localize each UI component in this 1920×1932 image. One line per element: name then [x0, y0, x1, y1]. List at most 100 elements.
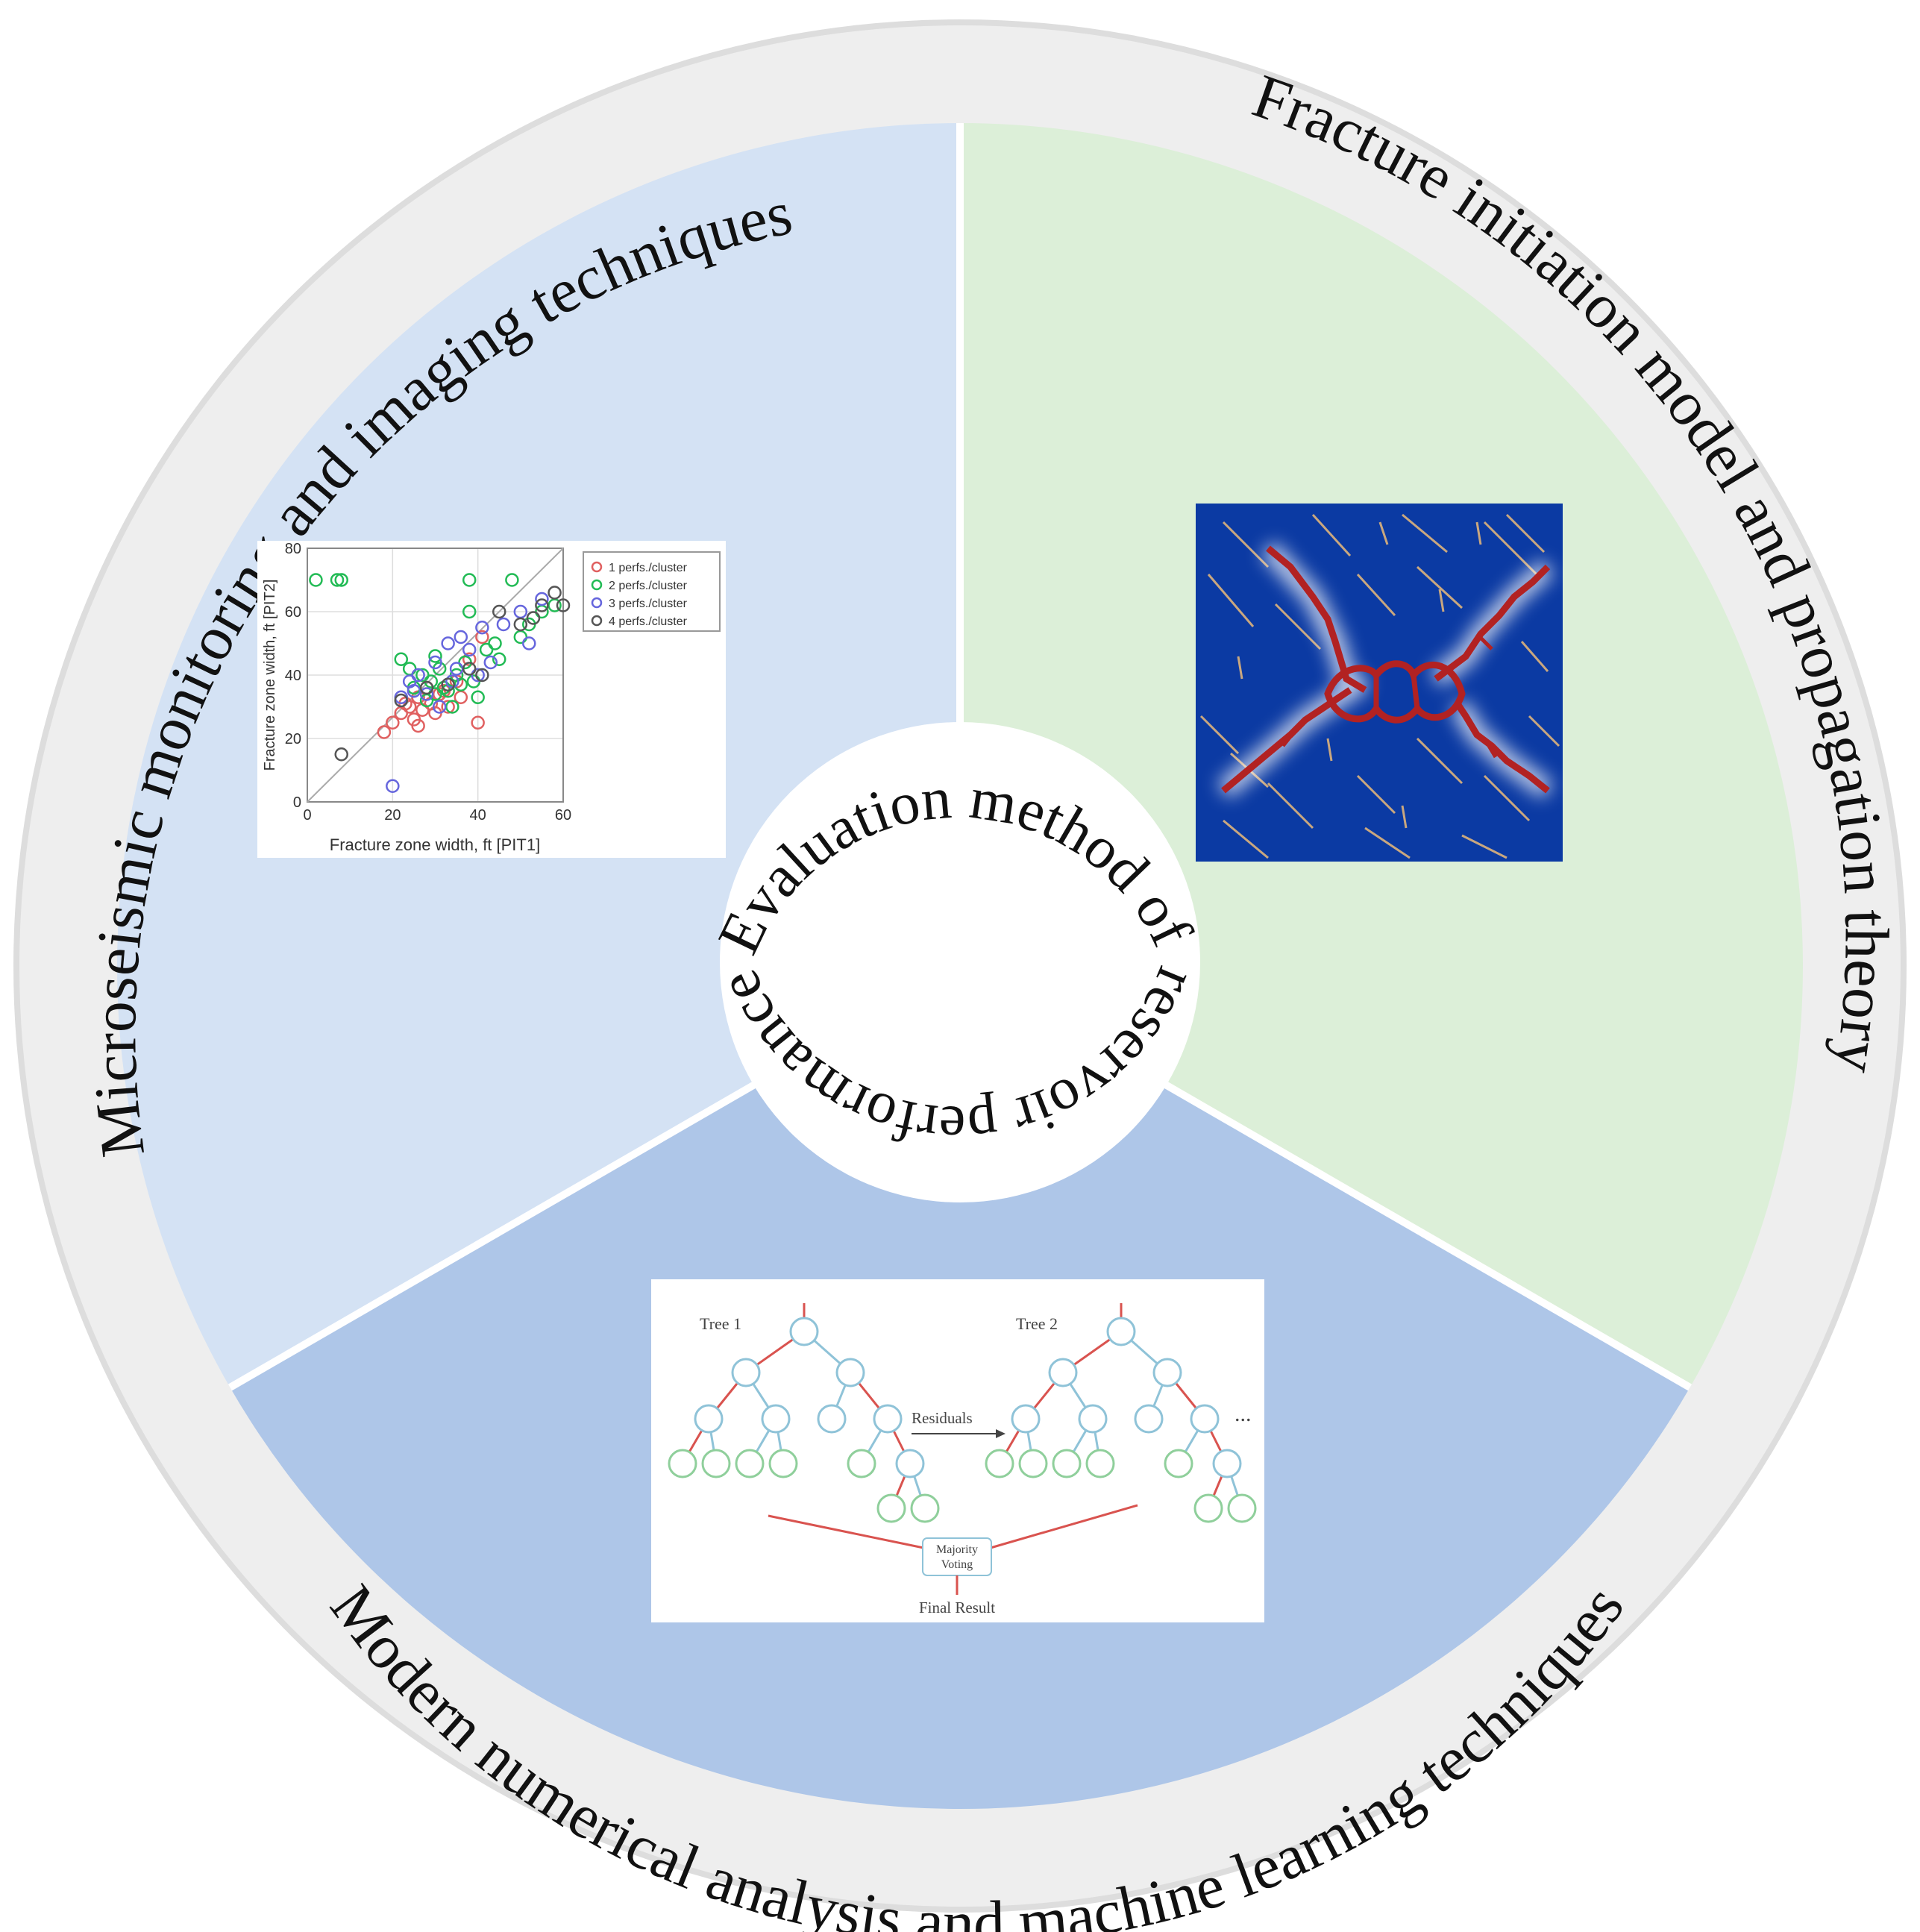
scatter-points — [309, 573, 571, 793]
scatter-point — [394, 693, 409, 708]
natural-fracture — [1311, 513, 1352, 557]
tree-node — [1011, 1404, 1041, 1434]
scatter-y-axis-label: Fracture zone width, ft [PIT2] — [262, 580, 278, 771]
tree-nodes — [668, 1317, 1257, 1523]
scatter-y-tick-label: 60 — [285, 604, 301, 621]
tree-node — [694, 1404, 724, 1434]
scatter-point — [475, 668, 489, 683]
scatter-point — [471, 690, 485, 704]
scatter-x-ticks: 0 20 40 60 — [303, 807, 571, 824]
residuals-label: Residuals — [912, 1409, 973, 1427]
legend-marker — [591, 615, 603, 627]
tree-leaf — [1227, 1493, 1257, 1523]
tree-node — [895, 1449, 925, 1478]
scatter-point — [419, 687, 434, 701]
tree-leaf — [847, 1449, 876, 1478]
scatter-point — [462, 573, 477, 587]
natural-fracture — [1378, 521, 1389, 545]
final-result-label: Final Result — [919, 1599, 995, 1616]
tree-node — [835, 1358, 865, 1387]
scatter-point — [377, 725, 392, 739]
scatter-point — [556, 598, 571, 612]
natural-fracture — [1356, 573, 1396, 617]
fracture-simulation-panel — [1196, 504, 1563, 862]
scatter-point — [428, 655, 442, 670]
natural-fracture — [1356, 774, 1396, 815]
natural-fracture — [1237, 656, 1243, 680]
scatter-point — [334, 747, 348, 762]
tree-leaf — [876, 1493, 906, 1523]
tree-leaf — [1164, 1449, 1193, 1478]
scatter-plot-frame — [307, 548, 564, 803]
natural-fracture — [1416, 565, 1463, 609]
scatter-point — [411, 668, 425, 683]
tree-leaf — [1018, 1449, 1048, 1478]
scatter-x-tick-label: 20 — [384, 807, 401, 824]
scatter-point — [471, 715, 485, 730]
tree-node — [817, 1404, 847, 1434]
scatter-point — [492, 604, 506, 619]
scatter-point — [394, 652, 409, 666]
scatter-identity-line — [307, 548, 564, 803]
tree-node — [1212, 1449, 1242, 1478]
center-circle — [720, 722, 1200, 1202]
tree-leaf — [985, 1449, 1014, 1478]
scatter-point — [334, 573, 348, 587]
natural-fracture — [1483, 521, 1538, 576]
residuals-arrowhead — [996, 1429, 1006, 1438]
legend-label: 3 perfs./cluster — [609, 598, 688, 610]
scatter-x-tick-label: 0 — [303, 807, 311, 824]
fracture-background — [1196, 504, 1563, 862]
legend-marker — [591, 561, 603, 573]
scatter-point — [386, 779, 400, 793]
vote-line-left — [768, 1514, 924, 1549]
scatter-point — [535, 592, 549, 606]
natural-fracture — [1222, 521, 1270, 568]
scatter-point — [386, 715, 400, 730]
natural-fracture — [1401, 805, 1408, 829]
scatter-y-tick-label: 80 — [285, 541, 301, 557]
scatter-point — [548, 586, 562, 600]
scatter-y-tick-label: 20 — [285, 731, 301, 747]
scatter-x-tick-label: 60 — [555, 807, 571, 824]
legend-marker — [591, 579, 603, 591]
natural-fracture — [1475, 521, 1482, 545]
natural-fracture — [1438, 589, 1445, 612]
tree-node — [873, 1404, 903, 1434]
tree-leaf — [735, 1449, 765, 1478]
scatter-chart-panel: 0 20 40 60 0 20 40 60 80 Fracture zone width, f… — [257, 541, 726, 858]
tree-node — [1152, 1358, 1182, 1387]
tree-node — [1134, 1404, 1164, 1434]
tree-node — [1048, 1358, 1078, 1387]
scatter-point — [492, 652, 506, 666]
scatter-point — [441, 636, 455, 650]
tree-node — [1190, 1404, 1220, 1434]
natural-fracture — [1483, 774, 1531, 822]
natural-fracture — [1505, 513, 1546, 553]
tree-leaf — [668, 1449, 697, 1478]
scatter-legend-box — [583, 551, 721, 632]
natural-fracture — [1267, 782, 1314, 829]
scatter-point — [475, 621, 489, 635]
legend-marker — [591, 597, 603, 609]
natural-fracture — [1520, 641, 1549, 672]
scatter-point — [428, 649, 442, 663]
ellipsis: ... — [1234, 1402, 1252, 1426]
natural-fracture — [1199, 715, 1240, 755]
tree-leaf — [701, 1449, 731, 1478]
scatter-x-tick-label: 40 — [470, 807, 486, 824]
natural-fracture — [1326, 738, 1333, 762]
scatter-point — [432, 700, 447, 714]
scatter-point — [496, 617, 511, 632]
scatter-point — [407, 684, 421, 698]
tree-leaf — [768, 1449, 798, 1478]
tree-node — [1106, 1317, 1136, 1346]
natural-fracture — [1416, 737, 1463, 785]
scatter-point — [505, 573, 519, 587]
natural-fracture — [1274, 603, 1322, 650]
tree-node — [761, 1404, 791, 1434]
natural-fracture — [1402, 513, 1448, 553]
scatter-point — [462, 642, 477, 657]
